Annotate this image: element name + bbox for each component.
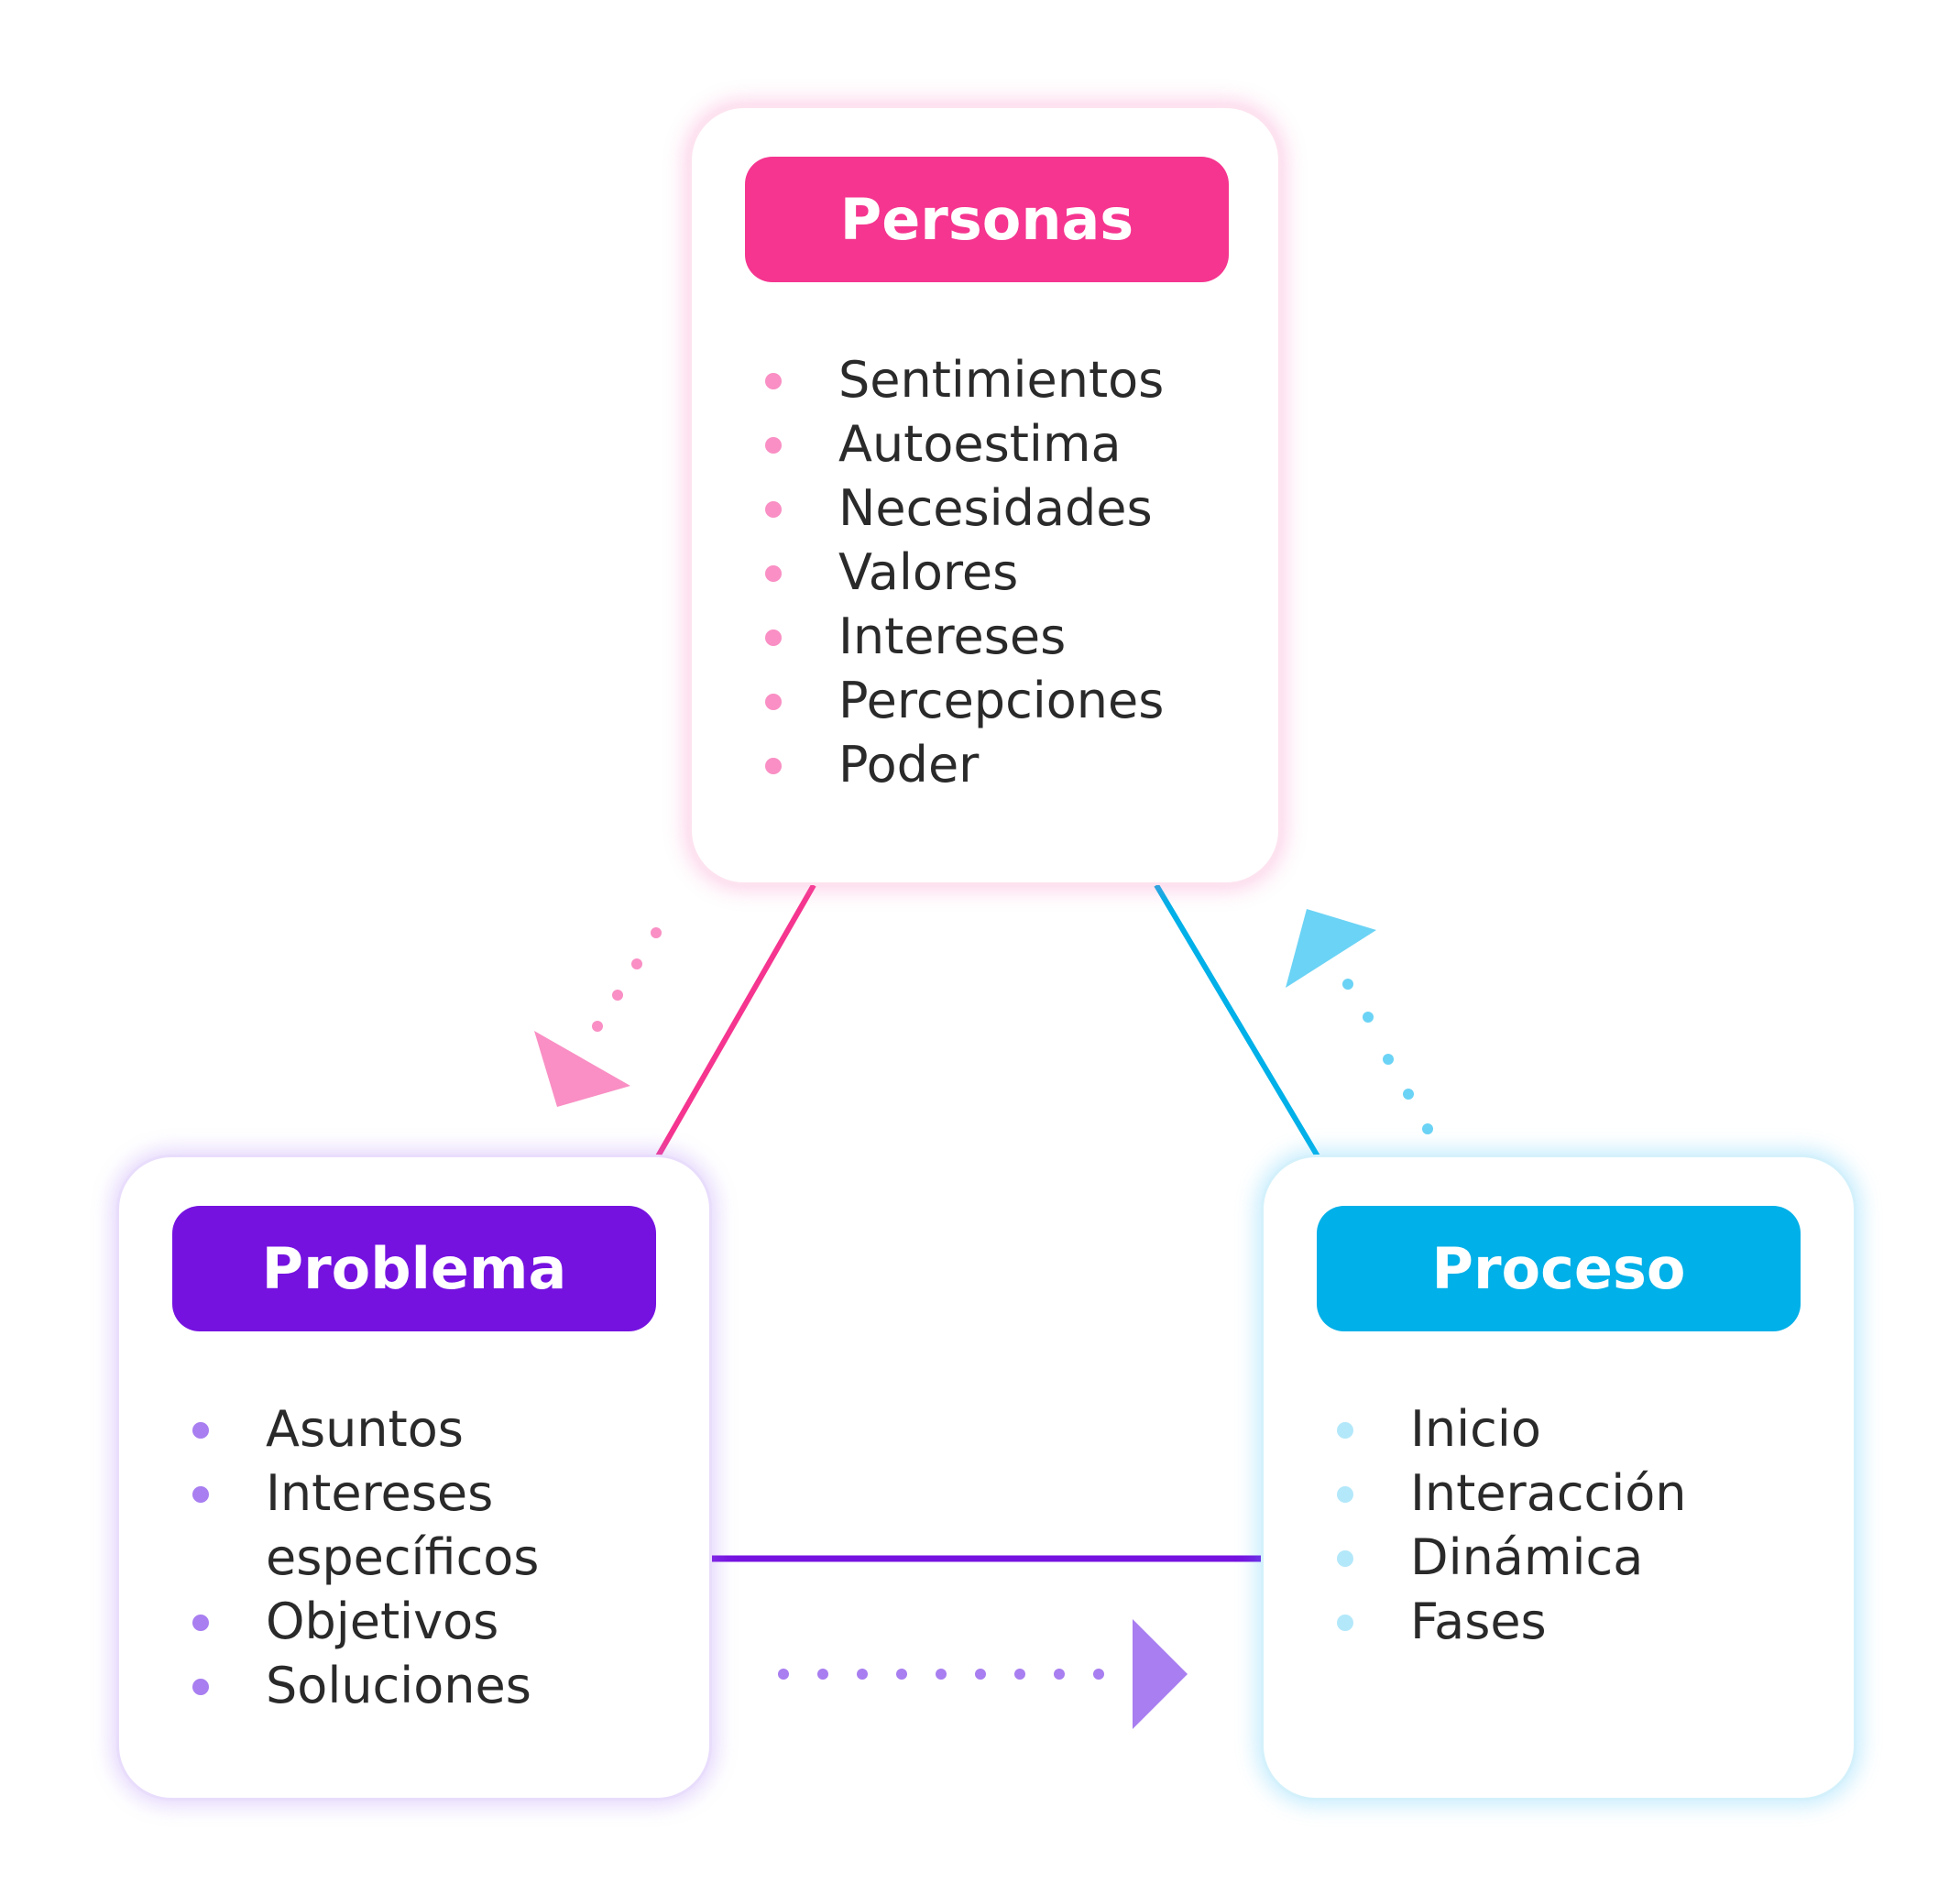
list-item: Valores — [756, 541, 1164, 605]
proceso-list: Inicio Interacción Dinámica Fases — [1328, 1397, 1686, 1654]
list-item: Necesidades — [756, 476, 1164, 541]
bullet-icon — [1337, 1422, 1353, 1439]
bullet-icon — [765, 694, 782, 710]
dotted-arrow-icon — [1286, 909, 1433, 1134]
list-item: Objetivos — [183, 1590, 660, 1654]
list-item: Poder — [756, 733, 1164, 797]
personas-card: Personas Sentimientos Autoestima Necesid… — [689, 105, 1281, 885]
bullet-icon — [192, 1422, 209, 1439]
list-item: Dinámica — [1328, 1526, 1686, 1590]
list-item: Asuntos — [183, 1397, 660, 1462]
bullet-icon — [765, 501, 782, 518]
list-item: Inicio — [1328, 1397, 1686, 1462]
list-item: Interacción — [1328, 1462, 1686, 1526]
personas-header: Personas — [745, 157, 1229, 282]
dotted-arrow-icon — [778, 1619, 1188, 1729]
bullet-icon — [765, 758, 782, 774]
connector-personas-problema — [655, 883, 816, 1158]
problema-title: Problema — [261, 1235, 567, 1302]
list-item: Autoestima — [756, 412, 1164, 476]
list-item: Intereses — [756, 605, 1164, 669]
problema-card: Problema Asuntos Intereses específicos O… — [116, 1155, 712, 1801]
proceso-card: Proceso Inicio Interacción Dinámica Fase… — [1261, 1155, 1856, 1801]
bullet-icon — [1337, 1615, 1353, 1631]
dotted-arrow-icon — [534, 927, 662, 1107]
bullet-icon — [192, 1486, 209, 1503]
bullet-icon — [765, 437, 782, 454]
personas-title: Personas — [839, 186, 1134, 253]
bullet-icon — [192, 1615, 209, 1631]
bullet-icon — [765, 630, 782, 646]
list-item: Intereses específicos — [183, 1462, 568, 1590]
bullet-icon — [1337, 1486, 1353, 1503]
bullet-icon — [1337, 1550, 1353, 1567]
problema-list: Asuntos Intereses específicos Objetivos … — [183, 1397, 660, 1718]
personas-list: Sentimientos Autoestima Necesidades Valo… — [756, 348, 1164, 797]
list-item: Fases — [1328, 1590, 1686, 1654]
bullet-icon — [765, 565, 782, 582]
problema-header: Problema — [172, 1206, 656, 1331]
list-item: Soluciones — [183, 1654, 660, 1718]
proceso-header: Proceso — [1317, 1206, 1801, 1331]
proceso-title: Proceso — [1431, 1235, 1686, 1302]
bullet-icon — [192, 1679, 209, 1695]
connector-personas-proceso — [1154, 883, 1320, 1158]
bullet-icon — [765, 373, 782, 389]
list-item: Sentimientos — [756, 348, 1164, 412]
list-item: Percepciones — [756, 669, 1164, 733]
